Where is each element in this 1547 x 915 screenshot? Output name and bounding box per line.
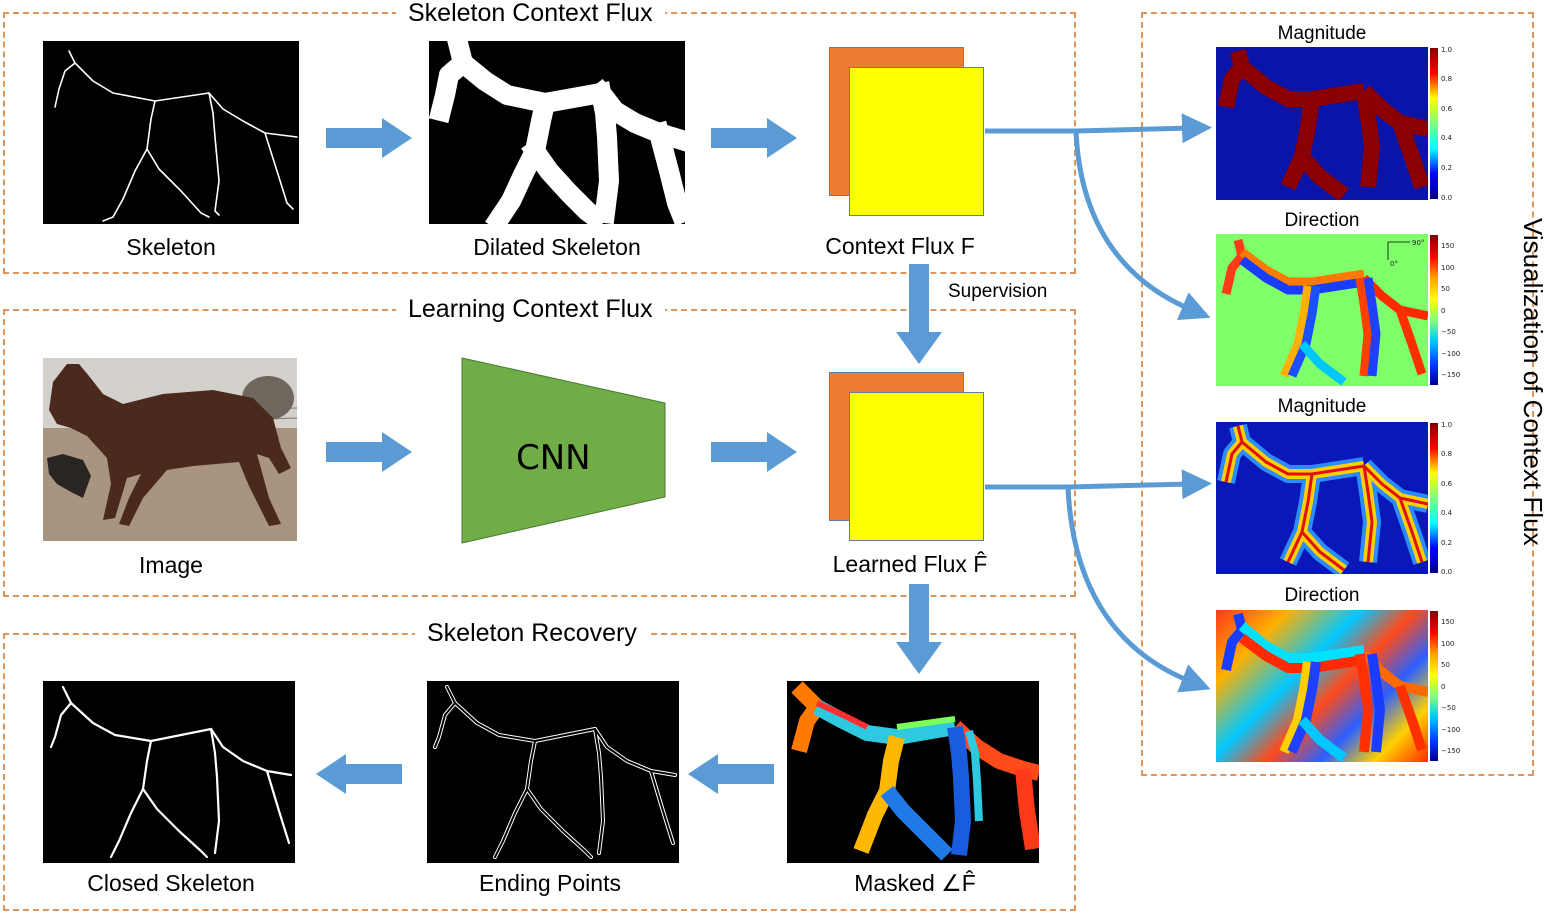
caption-closed-skeleton: Closed Skeleton <box>87 870 255 896</box>
skeleton-image <box>43 41 299 224</box>
dir-tick: −50 <box>1441 328 1456 336</box>
dir-tick: −150 <box>1441 747 1460 755</box>
caption-ending-points: Ending Points <box>479 870 621 896</box>
closed-skeleton-image <box>43 681 295 863</box>
context-flux-front-layer <box>849 67 984 216</box>
dir-tick: 100 <box>1441 640 1454 648</box>
caption-skeleton: Skeleton <box>126 234 216 260</box>
dir-tick: −100 <box>1441 726 1460 734</box>
arrow-left-2 <box>688 754 774 794</box>
arrow-right-3 <box>326 432 412 472</box>
mag-tick: 0.8 <box>1441 450 1452 458</box>
mag-tick: 0.4 <box>1441 134 1453 142</box>
vis-title-magnitude-2: Magnitude <box>1277 396 1367 417</box>
axis-label-0: 0° <box>1390 260 1398 268</box>
cnn-label: CNN <box>516 438 591 478</box>
cnn-block <box>461 357 666 544</box>
caption-learned-flux: Learned Flux F̂ <box>832 551 988 577</box>
caption-image: Image <box>139 552 203 578</box>
mag-tick: 0.2 <box>1441 539 1452 547</box>
arrow-down-recovery <box>896 584 942 674</box>
mag-tick: 0.0 <box>1441 568 1452 576</box>
direction-map-2 <box>1216 610 1430 762</box>
dir-tick: 50 <box>1441 285 1450 293</box>
magnitude-ticks-2: 1.0 0.8 0.6 0.4 0.2 0.0 <box>1441 421 1453 576</box>
dir-tick: 150 <box>1441 618 1454 626</box>
connector-learned-to-direction-2 <box>1065 486 1211 693</box>
axis-label-90: 90° <box>1412 239 1424 247</box>
magnitude-map-1 <box>1216 47 1430 202</box>
magnitude-ticks-1: 1.0 0.8 0.6 0.4 0.2 0.0 <box>1441 46 1453 202</box>
connector-flux-to-magnitude-1 <box>985 113 1212 144</box>
dir-tick: 50 <box>1441 661 1450 669</box>
vis-title-magnitude-1: Magnitude <box>1277 23 1367 44</box>
masked-flux-image <box>787 681 1039 863</box>
dir-tick: 0 <box>1441 683 1445 691</box>
arrow-left-1 <box>316 754 402 794</box>
magnitude-map-2 <box>1216 422 1431 578</box>
horse-photo <box>43 358 297 541</box>
direction-map-1: 90° 0° <box>1216 234 1429 386</box>
mag-tick: 1.0 <box>1441 421 1452 429</box>
arrow-right-4 <box>711 432 797 472</box>
supervision-label: Supervision <box>948 281 1048 302</box>
mag-tick: 0.8 <box>1441 75 1452 83</box>
mag-tick: 1.0 <box>1441 46 1452 54</box>
magnitude-colorbar-2 <box>1430 423 1438 573</box>
dir-tick: 150 <box>1441 242 1454 250</box>
mag-tick: 0.4 <box>1441 509 1453 517</box>
panel-title-skeleton-context-flux: Skeleton Context Flux <box>396 0 665 28</box>
arrow-right-1 <box>326 118 412 158</box>
vis-title-direction-2: Direction <box>1284 585 1360 606</box>
direction-ticks-2: 150 100 50 0 −50 −100 −150 <box>1441 618 1460 755</box>
vis-title-direction-1: Direction <box>1284 210 1360 231</box>
panel-title-learning-context-flux: Learning Context Flux <box>396 294 665 324</box>
panel-visualization <box>1141 12 1534 776</box>
panel-title-skeleton-recovery: Skeleton Recovery <box>415 618 649 648</box>
dilated-skeleton-image <box>429 41 685 224</box>
mag-tick: 0.6 <box>1441 105 1453 113</box>
ending-points-image <box>427 681 679 863</box>
dir-tick: −50 <box>1441 704 1456 712</box>
caption-context-flux: Context Flux F <box>825 233 975 259</box>
arrow-down-supervision <box>896 264 942 364</box>
mag-tick: 0.6 <box>1441 480 1453 488</box>
connector-flux-to-direction-1 <box>1073 130 1211 320</box>
dir-tick: −150 <box>1441 371 1460 379</box>
arrow-right-2 <box>711 118 797 158</box>
dir-tick: 0 <box>1441 307 1445 315</box>
direction-colorbar-1 <box>1430 235 1438 385</box>
mag-tick: 0.0 <box>1441 194 1452 202</box>
direction-colorbar-2 <box>1430 611 1438 761</box>
caption-dilated-skeleton: Dilated Skeleton <box>473 234 641 260</box>
magnitude-colorbar-1 <box>1430 48 1438 199</box>
direction-ticks-1: 150 100 50 0 −50 −100 −150 <box>1441 242 1460 379</box>
learned-flux-front-layer <box>849 392 984 541</box>
mag-tick: 0.2 <box>1441 164 1452 172</box>
dir-tick: −100 <box>1441 350 1460 358</box>
dir-tick: 100 <box>1441 264 1454 272</box>
connector-learned-to-magnitude-2 <box>985 469 1212 500</box>
caption-masked: Masked ∠F̂ <box>854 870 976 896</box>
